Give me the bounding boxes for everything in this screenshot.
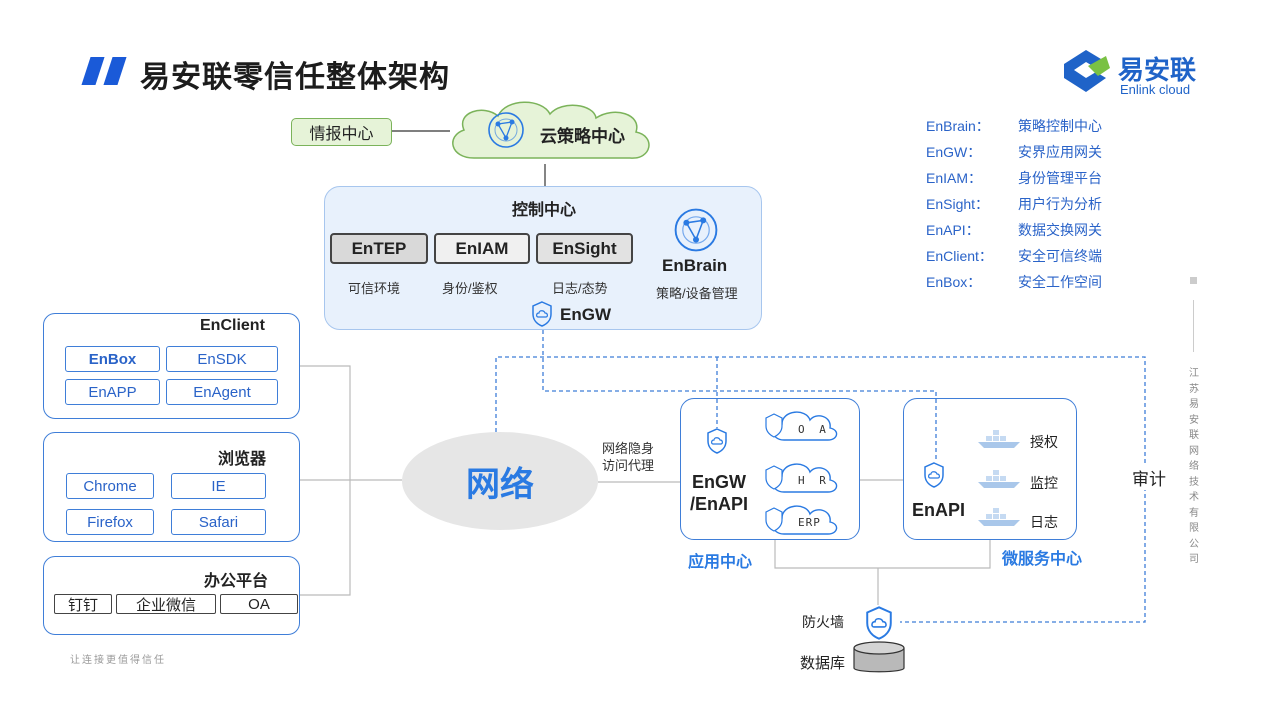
safari-item: Safari (171, 509, 266, 535)
enclient-panel (43, 313, 300, 419)
micro-service-panel (903, 398, 1077, 540)
side-marker (1190, 277, 1197, 284)
legend-value: 用户行为分析 (1018, 196, 1102, 212)
network-node: 网络 (402, 432, 598, 530)
enclient-title: EnClient (200, 317, 265, 334)
database-label: 数据库 (800, 655, 846, 672)
legend-key: EnClient： (926, 248, 993, 264)
app-oa-label: O A (798, 423, 830, 436)
cloud-shape (452, 101, 650, 159)
app-cloud-icon (765, 505, 838, 535)
app-cloud-icon (765, 463, 838, 493)
legend-value: 安界应用网关 (1018, 144, 1102, 160)
app-center-panel (680, 398, 860, 540)
browser-panel (43, 432, 300, 542)
legend-value: 策略控制中心 (1018, 118, 1102, 134)
app-cloud-icon (765, 411, 838, 441)
logo-name: 易安联 (1118, 55, 1197, 85)
micro-service-caption: 微服务中心 (1002, 551, 1083, 568)
entep-caption: 可信环境 (348, 281, 401, 296)
service-log-label: 日志 (1030, 514, 1058, 530)
engw-app-label: EnGW (692, 472, 746, 492)
office-panel (43, 556, 300, 635)
service-auth-label: 授权 (1030, 434, 1058, 450)
ensight-module: EnSight (536, 233, 633, 264)
app-hr-label: H R (798, 474, 830, 487)
enlink-logo-icon (1064, 50, 1110, 92)
proxy-label-1: 网络隐身 (602, 441, 655, 456)
ensdk-item: EnSDK (166, 346, 278, 372)
logo-sub: Enlink cloud (1120, 82, 1191, 97)
legend-key: EnGW： (926, 144, 982, 160)
oa-item: OA (220, 594, 298, 614)
firewall-shield-icon (866, 606, 892, 640)
legend-key: EnBrain： (926, 118, 990, 134)
firefox-item: Firefox (66, 509, 154, 535)
shield-icon (532, 301, 552, 327)
app-center-caption: 应用中心 (688, 554, 753, 571)
database-icon (853, 641, 905, 673)
ensight-caption: 日志/态势 (552, 281, 608, 296)
legend-key: EnAPI： (926, 222, 980, 238)
side-divider (1193, 300, 1194, 352)
wecom-item: 企业微信 (116, 594, 216, 614)
intel-center-node: 情报中心 (291, 118, 392, 146)
legend-key: EnBox： (926, 274, 982, 290)
eniam-caption: 身份/鉴权 (442, 281, 498, 296)
company-vertical-text: 江苏易安联网络技术有限公司 (1189, 368, 1199, 565)
container-ship-icon (978, 470, 1020, 488)
proxy-label-2: 访问代理 (602, 458, 655, 473)
service-monitor-label: 监控 (1030, 475, 1058, 491)
shield-icon (707, 428, 727, 454)
legend-value: 安全工作空间 (1018, 274, 1102, 290)
enbrain-caption: 策略/设备管理 (656, 286, 738, 301)
enapp-item: EnAPP (65, 379, 160, 405)
firewall-label: 防火墙 (802, 614, 844, 630)
engw-control-label: EnGW (560, 305, 611, 324)
chrome-item: Chrome (66, 473, 154, 499)
cloud-policy-center-label: 云策略中心 (540, 127, 625, 146)
ie-item: IE (171, 473, 266, 499)
legend-value: 数据交换网关 (1018, 222, 1102, 238)
entep-module: EnTEP (330, 233, 428, 264)
legend-key: EnSight： (926, 196, 990, 212)
footer-slogan: 让连接更值得信任 (70, 655, 166, 666)
dingtalk-item: 钉钉 (54, 594, 112, 614)
network-globe-icon (488, 112, 524, 148)
browser-title: 浏览器 (218, 451, 267, 468)
enapi-app-label: /EnAPI (690, 494, 749, 514)
container-ship-icon (978, 430, 1020, 448)
legend-key: EnIAM： (926, 170, 983, 186)
enagent-item: EnAgent (166, 379, 278, 405)
office-title: 办公平台 (204, 573, 269, 590)
enbox-item: EnBox (65, 346, 160, 372)
enapi-micro-label: EnAPI (912, 500, 966, 520)
app-erp-label: ERP (798, 516, 821, 529)
legend-value: 安全可信终端 (1018, 248, 1102, 264)
page-title: 易安联零信任整体架构 (140, 61, 450, 94)
enbrain-globe-icon (674, 208, 718, 252)
eniam-module: EnIAM (434, 233, 530, 264)
shield-icon (924, 462, 944, 488)
legend-value: 身份管理平台 (1018, 170, 1102, 186)
control-center-title: 控制中心 (512, 202, 577, 219)
audit-label: 审计 (1130, 465, 1168, 490)
enbrain-label: EnBrain (662, 256, 728, 275)
container-ship-icon (978, 508, 1020, 526)
